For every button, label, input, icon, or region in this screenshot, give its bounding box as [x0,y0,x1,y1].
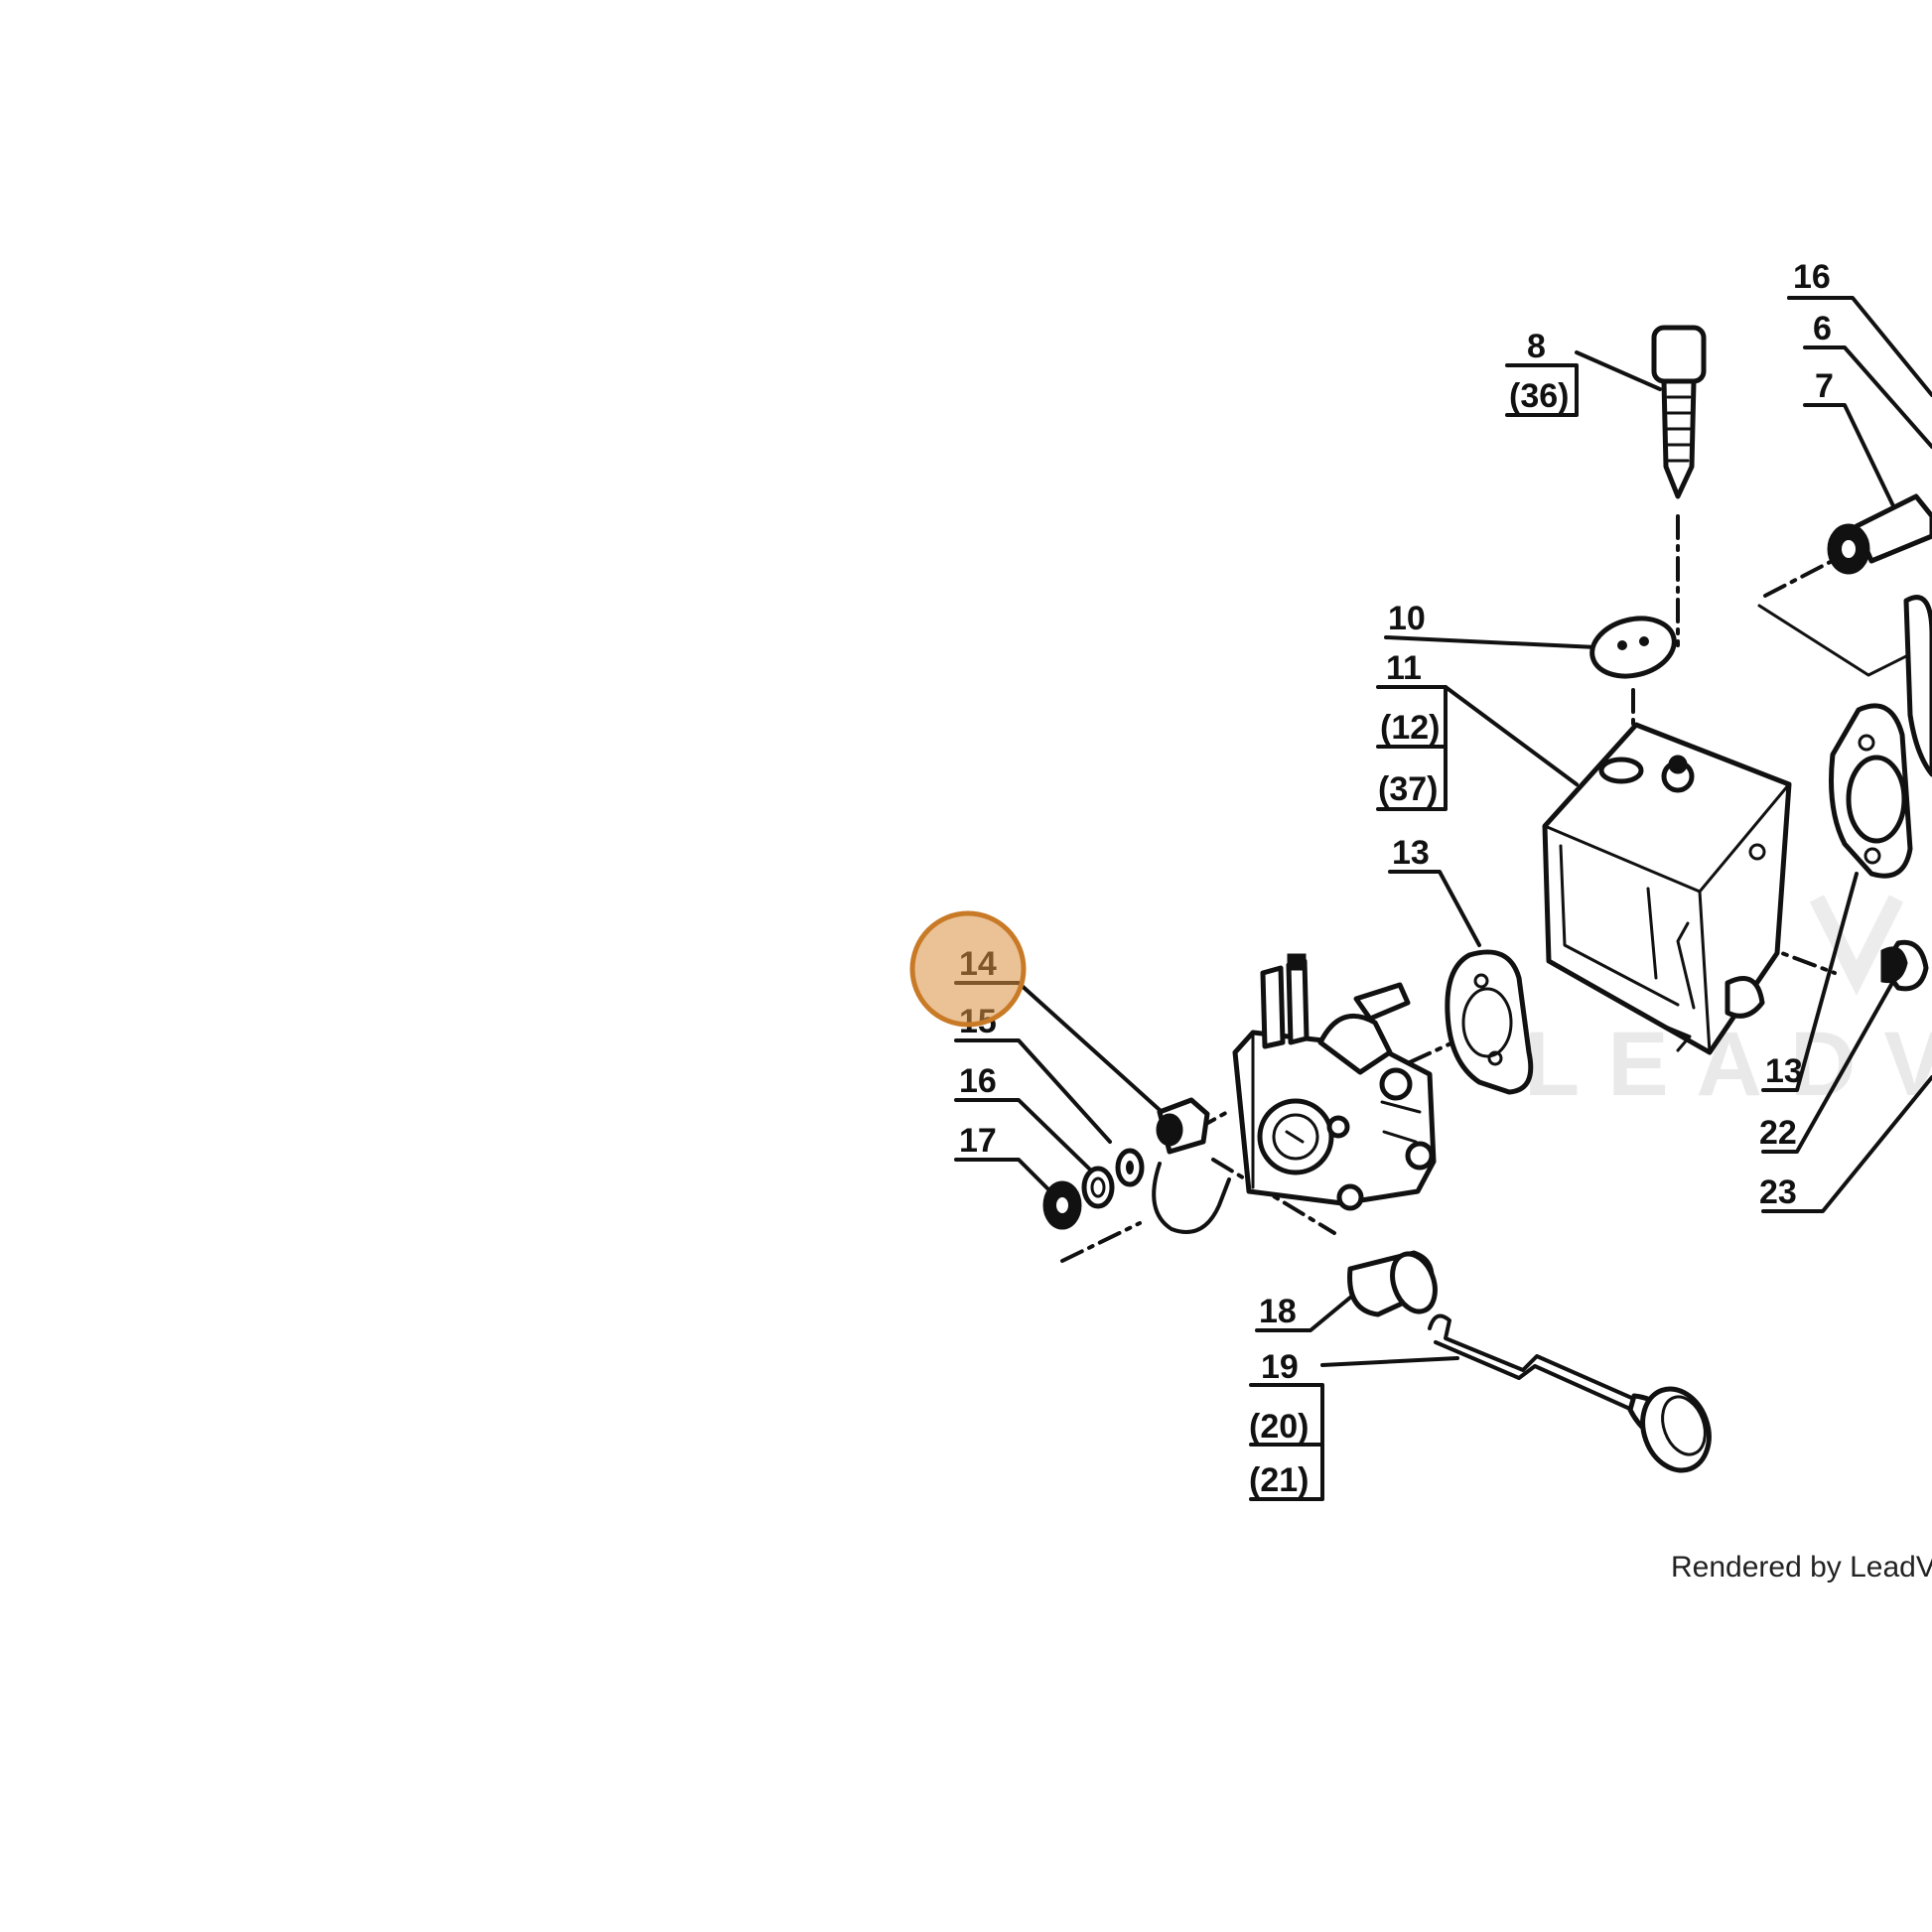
part-7-bolt [1827,493,1932,575]
part-11-box [1542,722,1792,1055]
label-19[interactable]: 19 [1261,1348,1299,1386]
render-credit: Rendered by LeadVe [1671,1551,1932,1584]
label-6[interactable]: 6 [1813,310,1832,347]
label-13-left[interactable]: 13 [1392,834,1430,872]
label-17[interactable]: 17 [959,1122,997,1160]
label-18[interactable]: 18 [1259,1293,1297,1330]
label-36[interactable]: (36) [1509,377,1569,415]
part-labels: 16 6 7 8 (36) 10 11 (12) (37) 13 14 15 1… [959,258,1839,1499]
label-21[interactable]: (21) [1249,1461,1309,1499]
label-16-top[interactable]: 16 [1793,258,1831,296]
part-14-lever [1152,1097,1231,1234]
label-23[interactable]: 23 [1759,1173,1797,1211]
selected-part-highlight[interactable] [909,910,1027,1028]
part-16-washer [1081,1166,1115,1209]
label-11[interactable]: 11 [1386,649,1422,687]
label-13-right[interactable]: 13 [1765,1052,1803,1090]
label-20[interactable]: (20) [1249,1408,1309,1446]
part-18-knob [1347,1250,1438,1317]
label-10[interactable]: 10 [1388,600,1426,637]
label-22[interactable]: 22 [1759,1114,1797,1152]
watermark-logo [1809,895,1904,996]
part-19-rod [1428,1313,1712,1473]
label-12[interactable]: (12) [1380,709,1440,747]
part-housing-right [1829,595,1932,992]
part-10-gasket [1589,616,1677,679]
part-13-gasket [1445,949,1534,1095]
leader-lines [954,296,1932,1501]
part-8-screw [1651,325,1707,499]
center-lines [1060,514,1932,1263]
label-16-left[interactable]: 16 [959,1062,997,1100]
part-carburetor [1232,953,1437,1211]
part-17-nut [1042,1180,1082,1230]
part-15-washer [1115,1148,1145,1187]
label-7[interactable]: 7 [1815,367,1834,405]
label-37[interactable]: (37) [1378,770,1438,808]
label-8[interactable]: 8 [1527,328,1546,365]
